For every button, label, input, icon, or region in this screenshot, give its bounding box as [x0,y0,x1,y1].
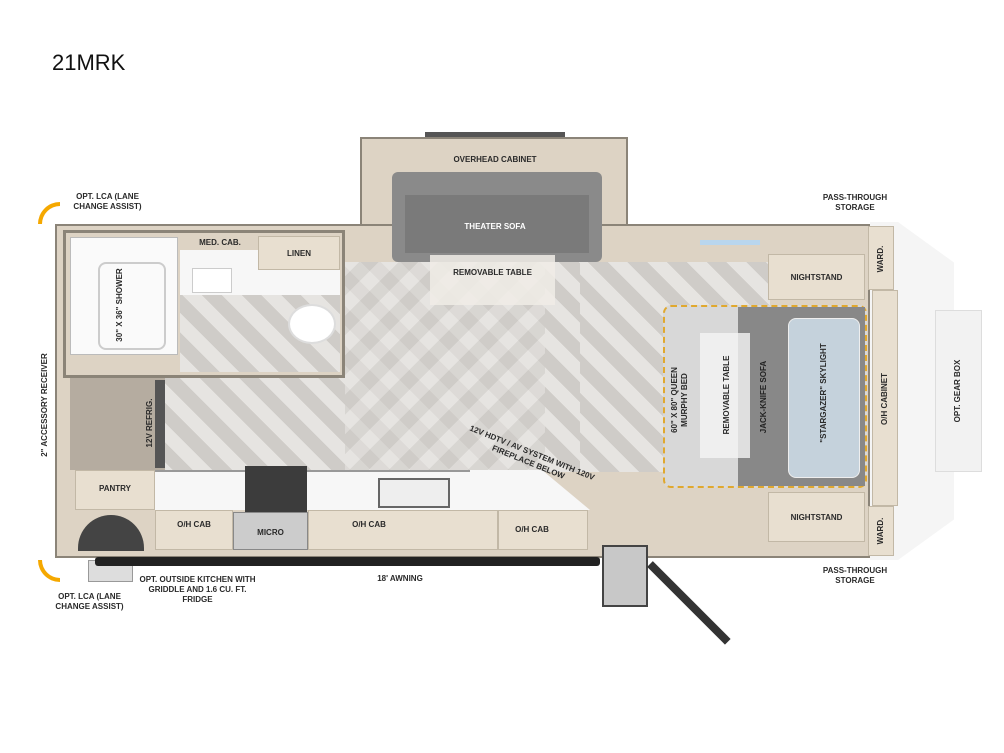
micro-label: MICRO [257,528,284,537]
theater-sofa-seat [405,195,589,253]
oh-cab-3-label: O/H CAB [515,525,549,534]
lca-signal-top-icon [38,202,60,224]
pass-through-top-label: PASS-THROUGH STORAGE [822,193,888,212]
gear-box-label: OPT. GEAR BOX [953,359,962,423]
nightstand-top [768,254,865,300]
linen-label: LINEN [287,249,311,258]
pantry [75,470,155,510]
removable-table [430,255,555,305]
ward-top-label: WARD. [876,245,885,273]
oh-cab-1-label: O/H CAB [177,520,211,529]
window [700,240,760,245]
shower-pan [98,262,166,350]
ward-bottom-label: WARD. [876,517,885,545]
nightstand-bottom [768,492,865,542]
bed-removable-table [700,333,750,458]
entry-steps [602,545,648,607]
sink [378,478,450,508]
stove [245,466,307,512]
sink-basin [192,268,232,293]
murphy-bed-label: 60" X 80" QUEEN MURPHY BED [670,367,689,433]
refrig-label: 12V REFRIG. [145,398,154,448]
nightstand-top-label: NIGHTSTAND [790,273,843,282]
linen [258,236,340,270]
oh-cabinet [872,290,898,506]
oh-cab-3 [498,510,588,550]
microwave [233,512,308,550]
awning-label: 18' AWNING [377,574,423,583]
wardrobe-top [868,226,894,290]
skylight-label: "STARGAZER" SKYLIGHT [819,343,828,443]
lca-top-label: OPT. LCA (LANE CHANGE ASSIST) [73,192,142,211]
removable-table-label: REMOVABLE TABLE [453,268,532,277]
oh-cab-2-label: O/H CAB [352,520,386,529]
med-cab-label: MED. CAB. [199,238,241,247]
accessory-receiver-label: 2" ACCESSORY RECEIVER [40,353,49,457]
shower-label: 30" X 36" SHOWER [115,268,124,342]
outside-kitchen-label: OPT. OUTSIDE KITCHEN WITH GRIDDLE AND 1.… [139,575,256,604]
awning [95,557,600,566]
bed-table-label: REMOVABLE TABLE [722,355,731,435]
stargazer-skylight [788,318,860,478]
pantry-label: PANTRY [99,484,131,493]
oh-cabinet-label: O/H CABINET [880,373,889,425]
pass-through-bottom-label: PASS-THROUGH STORAGE [822,566,888,585]
refrigerator [70,378,165,470]
overhead-cabinet-label: OVERHEAD CABINET [453,155,537,164]
oh-cab-1 [155,510,233,550]
lca-bottom-label: OPT. LCA (LANE CHANGE ASSIST) [55,592,124,611]
model-title: 21MRK [52,50,126,75]
refrigerator-door [155,380,165,468]
wardrobe-bottom [868,506,894,556]
jack-knife-sofa-label: JACK-KNIFE SOFA [759,360,768,434]
shower [70,237,178,355]
gear-box [935,310,982,472]
lca-signal-bottom-icon [38,560,60,582]
theater-sofa-label: THEATER SOFA [464,222,526,231]
oh-cab-2 [308,510,498,550]
awning-arm [647,561,731,645]
toilet [288,304,336,344]
slide-out-trim [425,132,565,137]
nightstand-bottom-label: NIGHTSTAND [790,513,843,522]
